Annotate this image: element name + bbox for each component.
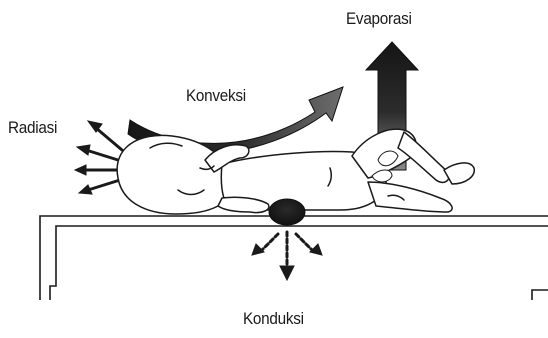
convection-label: Konveksi bbox=[186, 86, 246, 106]
conduction-contact-spot bbox=[269, 199, 305, 225]
conduction-label: Konduksi bbox=[243, 309, 304, 329]
table-surface bbox=[40, 216, 548, 300]
evaporation-label: Evaporasi bbox=[346, 9, 412, 29]
conduction-arrows-icon bbox=[252, 232, 322, 280]
radiation-arrows-icon bbox=[75, 121, 122, 194]
radiation-label: Radiasi bbox=[8, 118, 57, 138]
